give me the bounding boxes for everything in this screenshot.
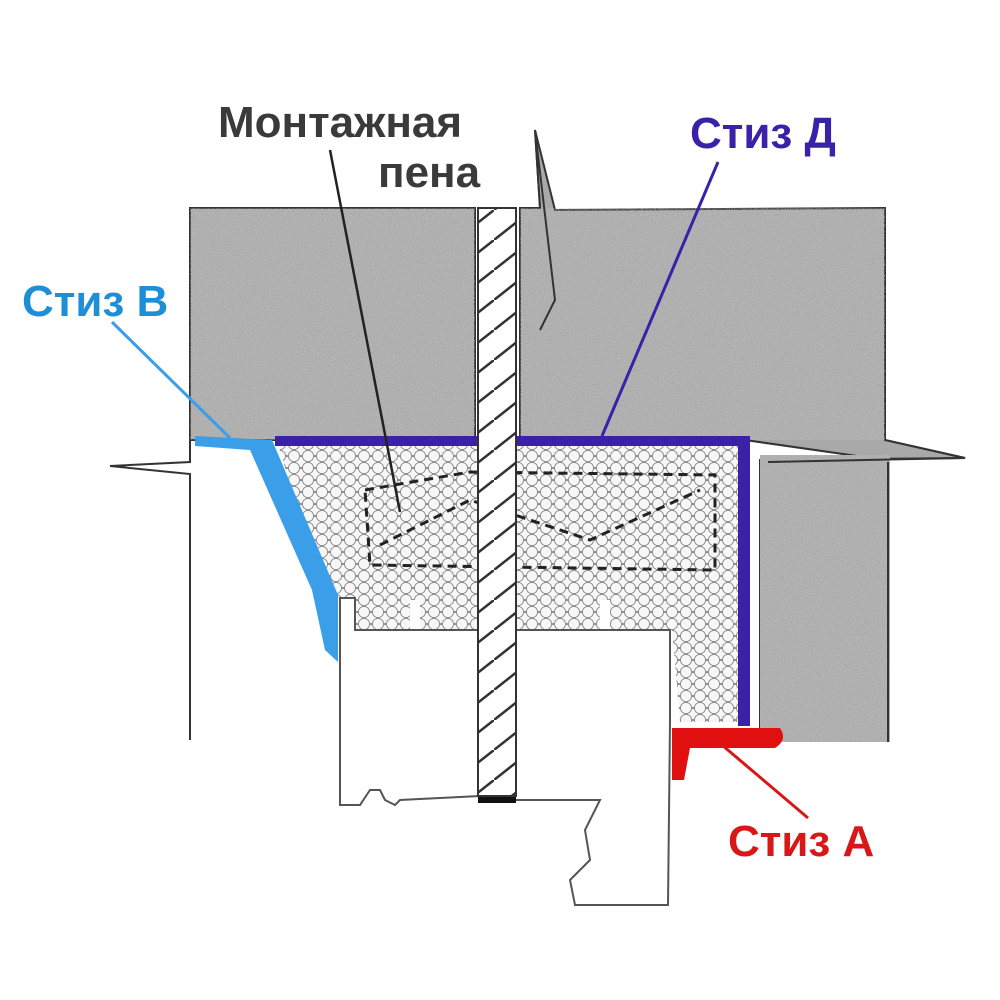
concrete-wall [109, 129, 966, 742]
leader-stiz-a [721, 743, 809, 820]
label-stiz-a: Стиз А [728, 817, 875, 866]
stiz-a-tape [672, 728, 784, 780]
label-foam-line1: Монтажная [218, 98, 463, 147]
leader-stiz-b [110, 320, 232, 440]
label-mounting-foam: Монтажная пена [218, 98, 480, 198]
label-stiz-b: Стиз В [22, 277, 169, 326]
leader-stiz-d [600, 161, 720, 437]
label-stiz-d: Стиз Д [690, 109, 836, 158]
frame-seal-icon [478, 795, 516, 803]
stiz-b-tape [195, 436, 338, 662]
anchor-plate [477, 207, 517, 797]
label-foam-line2: пена [378, 148, 481, 197]
leader-foam [328, 149, 402, 513]
